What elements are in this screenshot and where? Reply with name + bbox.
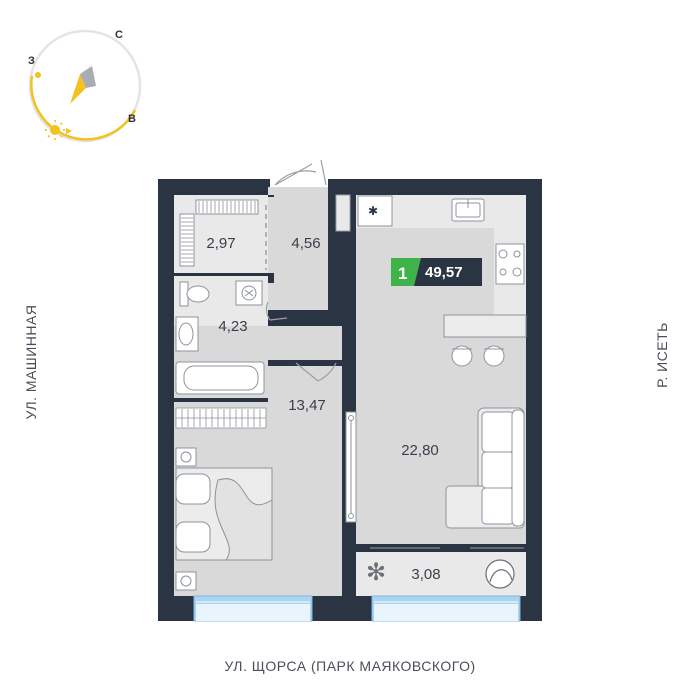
compass-west-label: З bbox=[28, 55, 35, 67]
bed-icon bbox=[175, 467, 273, 561]
apartment-badge: 1 49,57 bbox=[391, 258, 482, 286]
living-area-label: 22,80 bbox=[401, 442, 439, 459]
armchair-icon bbox=[485, 559, 515, 589]
bar-stool-icon bbox=[483, 345, 505, 367]
sun-direction-arrow-icon bbox=[66, 128, 72, 134]
tv-stand bbox=[345, 411, 357, 523]
street-label-left: УЛ. МАШИННАЯ bbox=[23, 304, 39, 420]
street-label-right: Р. ИСЕТЬ bbox=[654, 322, 670, 388]
nightstand-icon bbox=[175, 447, 197, 591]
compass-north-label: С bbox=[115, 29, 123, 41]
bathroom-door bbox=[265, 301, 288, 321]
compass-needle-south bbox=[70, 74, 86, 104]
sofa-icon bbox=[445, 407, 525, 529]
balcony-area-label: 3,08 bbox=[411, 566, 440, 583]
plant-icon: ✻ bbox=[366, 558, 386, 586]
toilet-icon bbox=[186, 285, 210, 303]
hall-floor bbox=[268, 187, 328, 310]
total-area: 49,57 bbox=[425, 264, 463, 281]
bedroom-wardrobe bbox=[175, 407, 267, 429]
bar-stool-icon bbox=[451, 345, 473, 367]
bathroom-fixtures bbox=[175, 280, 265, 395]
stove-icon bbox=[495, 243, 525, 285]
bedroom-door bbox=[295, 362, 337, 382]
hall-area-label: 4,56 bbox=[291, 235, 320, 252]
bathtub-icon bbox=[175, 361, 265, 395]
entrance-door bbox=[270, 159, 328, 187]
rooms-count: 1 bbox=[398, 264, 407, 283]
compass: С З В bbox=[28, 29, 142, 143]
bedroom-area-label: 13,47 bbox=[288, 397, 326, 414]
kitchen-island bbox=[443, 314, 527, 338]
sun-icon bbox=[45, 120, 65, 140]
bathroom-area-label: 4,23 bbox=[218, 318, 247, 335]
compass-east-label: В bbox=[128, 113, 136, 125]
kitchen bbox=[357, 195, 527, 367]
street-label-bottom: УЛ. ЩОРСА (ПАРК МАЯКОВСКОГО) bbox=[224, 658, 476, 674]
sun-path-arc bbox=[30, 75, 137, 141]
snowflake-icon: ✱ bbox=[368, 204, 378, 218]
storage-area-label: 2,97 bbox=[206, 235, 235, 252]
compass-needle-north bbox=[80, 66, 96, 88]
